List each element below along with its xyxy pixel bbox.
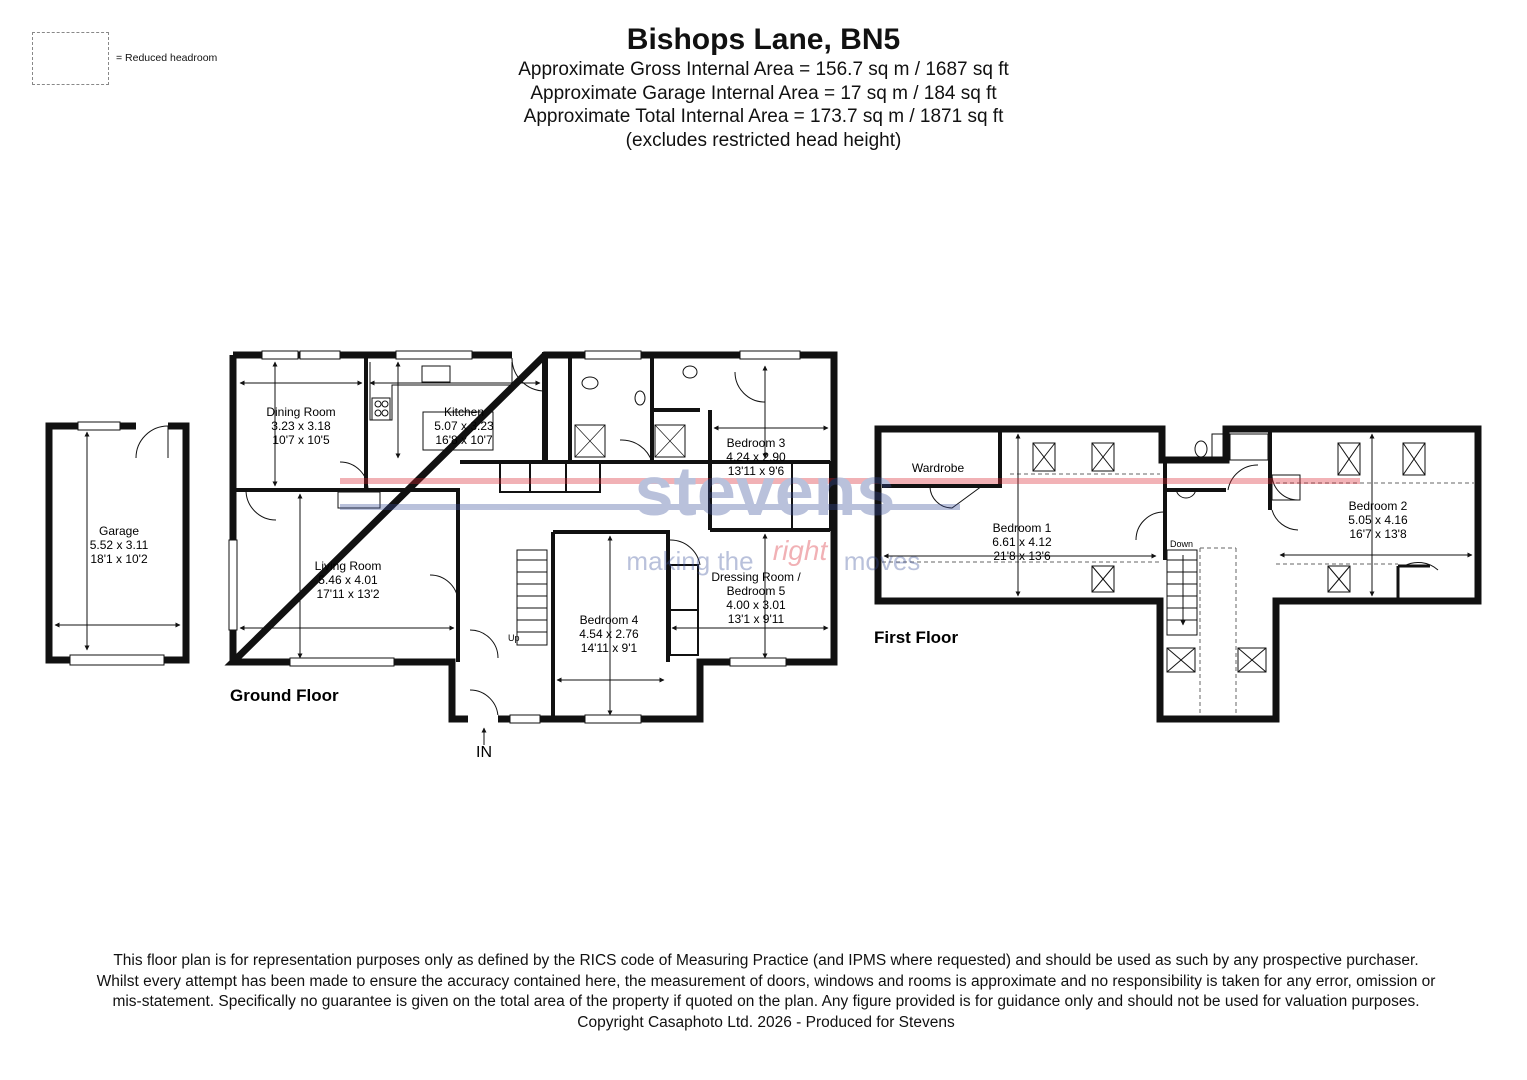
dressing-room-name-line1: Dressing Room / [711, 570, 801, 584]
bedroom1-dim-m: 6.61 x 4.12 [992, 535, 1052, 549]
first-floor-dimensions [883, 433, 1473, 597]
living-room-dim-ft: 17'11 x 13'2 [316, 587, 379, 601]
bedroom1-name: Bedroom 1 [993, 521, 1052, 535]
first-floor-plan [874, 425, 1482, 723]
kitchen-dim-m: 5.07 x 3.23 [434, 419, 494, 433]
bedroom1-dim-ft: 21'8 x 13'6 [993, 549, 1051, 563]
bedroom3-dim-ft: 13'11 x 9'6 [728, 464, 785, 478]
skylights [1032, 442, 1426, 673]
kitchen-dim-ft: 16'8 x 10'7 [435, 433, 493, 447]
copyright-line: Copyright Casaphoto Ltd. 2026 - Produced… [577, 1013, 955, 1031]
first-floor-label: First Floor [874, 628, 958, 647]
wardrobe-name: Wardrobe [912, 461, 965, 475]
watermark-tagline-b: right [773, 535, 829, 566]
property-title: Bishops Lane, BN5 [626, 23, 901, 56]
garage-internal-area: Approximate Garage Internal Area = 17 sq… [530, 82, 997, 104]
reduced-headroom-lines [882, 473, 1474, 715]
watermark-brand: stevens [635, 452, 896, 530]
gross-internal-area: Approximate Gross Internal Area = 156.7 … [518, 59, 1009, 80]
garage-dim-ft: 18'1 x 10'2 [90, 552, 148, 566]
entrance-label: IN [476, 744, 492, 761]
total-internal-area: Approximate Total Internal Area = 173.7 … [523, 106, 1004, 127]
living-room-dim-m: 5.46 x 4.01 [318, 573, 378, 587]
bedroom2-dim-m: 5.05 x 4.16 [1348, 513, 1408, 527]
dressing-room-name-line2: Bedroom 5 [727, 584, 786, 598]
disclaimer: This floor plan is for representation pu… [96, 951, 1436, 1033]
reduced-headroom-label: = Reduced headroom [116, 52, 218, 64]
stairs-down-label: Down [1170, 539, 1193, 549]
bedroom2-dim-ft: 16'7 x 13'8 [1349, 527, 1407, 541]
ground-floor-windows [228, 350, 801, 724]
kitchen-name: Kitchen [444, 405, 484, 419]
dressing-room-dim-ft: 13'1 x 9'11 [728, 612, 785, 626]
garage-name: Garage [99, 524, 139, 538]
dressing-room-dim-m: 4.00 x 3.01 [726, 598, 786, 612]
garage-plan [45, 421, 190, 666]
garage-dim-m: 5.52 x 3.11 [90, 538, 149, 552]
watermark-tagline-a: making the [626, 546, 753, 576]
bedroom2-name: Bedroom 2 [1349, 499, 1408, 513]
plan-header: Bishops Lane, BN5 Approximate Gross Inte… [0, 22, 1527, 152]
head-height-note: (excludes restricted head height) [625, 129, 902, 151]
bedroom4-dim-ft: 14'11 x 9'1 [581, 641, 638, 655]
bedroom4-dim-m: 4.54 x 2.76 [579, 627, 639, 641]
dining-room-name: Dining Room [266, 405, 335, 419]
stairs-up-label: Up [508, 633, 520, 643]
disclaimer-text: This floor plan is for representation pu… [96, 952, 1436, 1010]
dining-room-dim-m: 3.23 x 3.18 [271, 419, 331, 433]
reduced-headroom-swatch [32, 32, 109, 85]
bedroom3-dim-m: 4.24 x 2.90 [726, 450, 786, 464]
dining-room-dim-ft: 10'7 x 10'5 [272, 433, 330, 447]
bedroom4-name: Bedroom 4 [580, 613, 639, 627]
watermark-tagline-c: moves [844, 546, 921, 576]
stevens-watermark: stevens making the right moves [340, 452, 1360, 576]
ground-floor-dimensions [239, 361, 829, 745]
bedroom3-name: Bedroom 3 [727, 436, 786, 450]
living-room-name: Living Room [315, 559, 382, 573]
ground-floor-label: Ground Floor [230, 686, 339, 705]
